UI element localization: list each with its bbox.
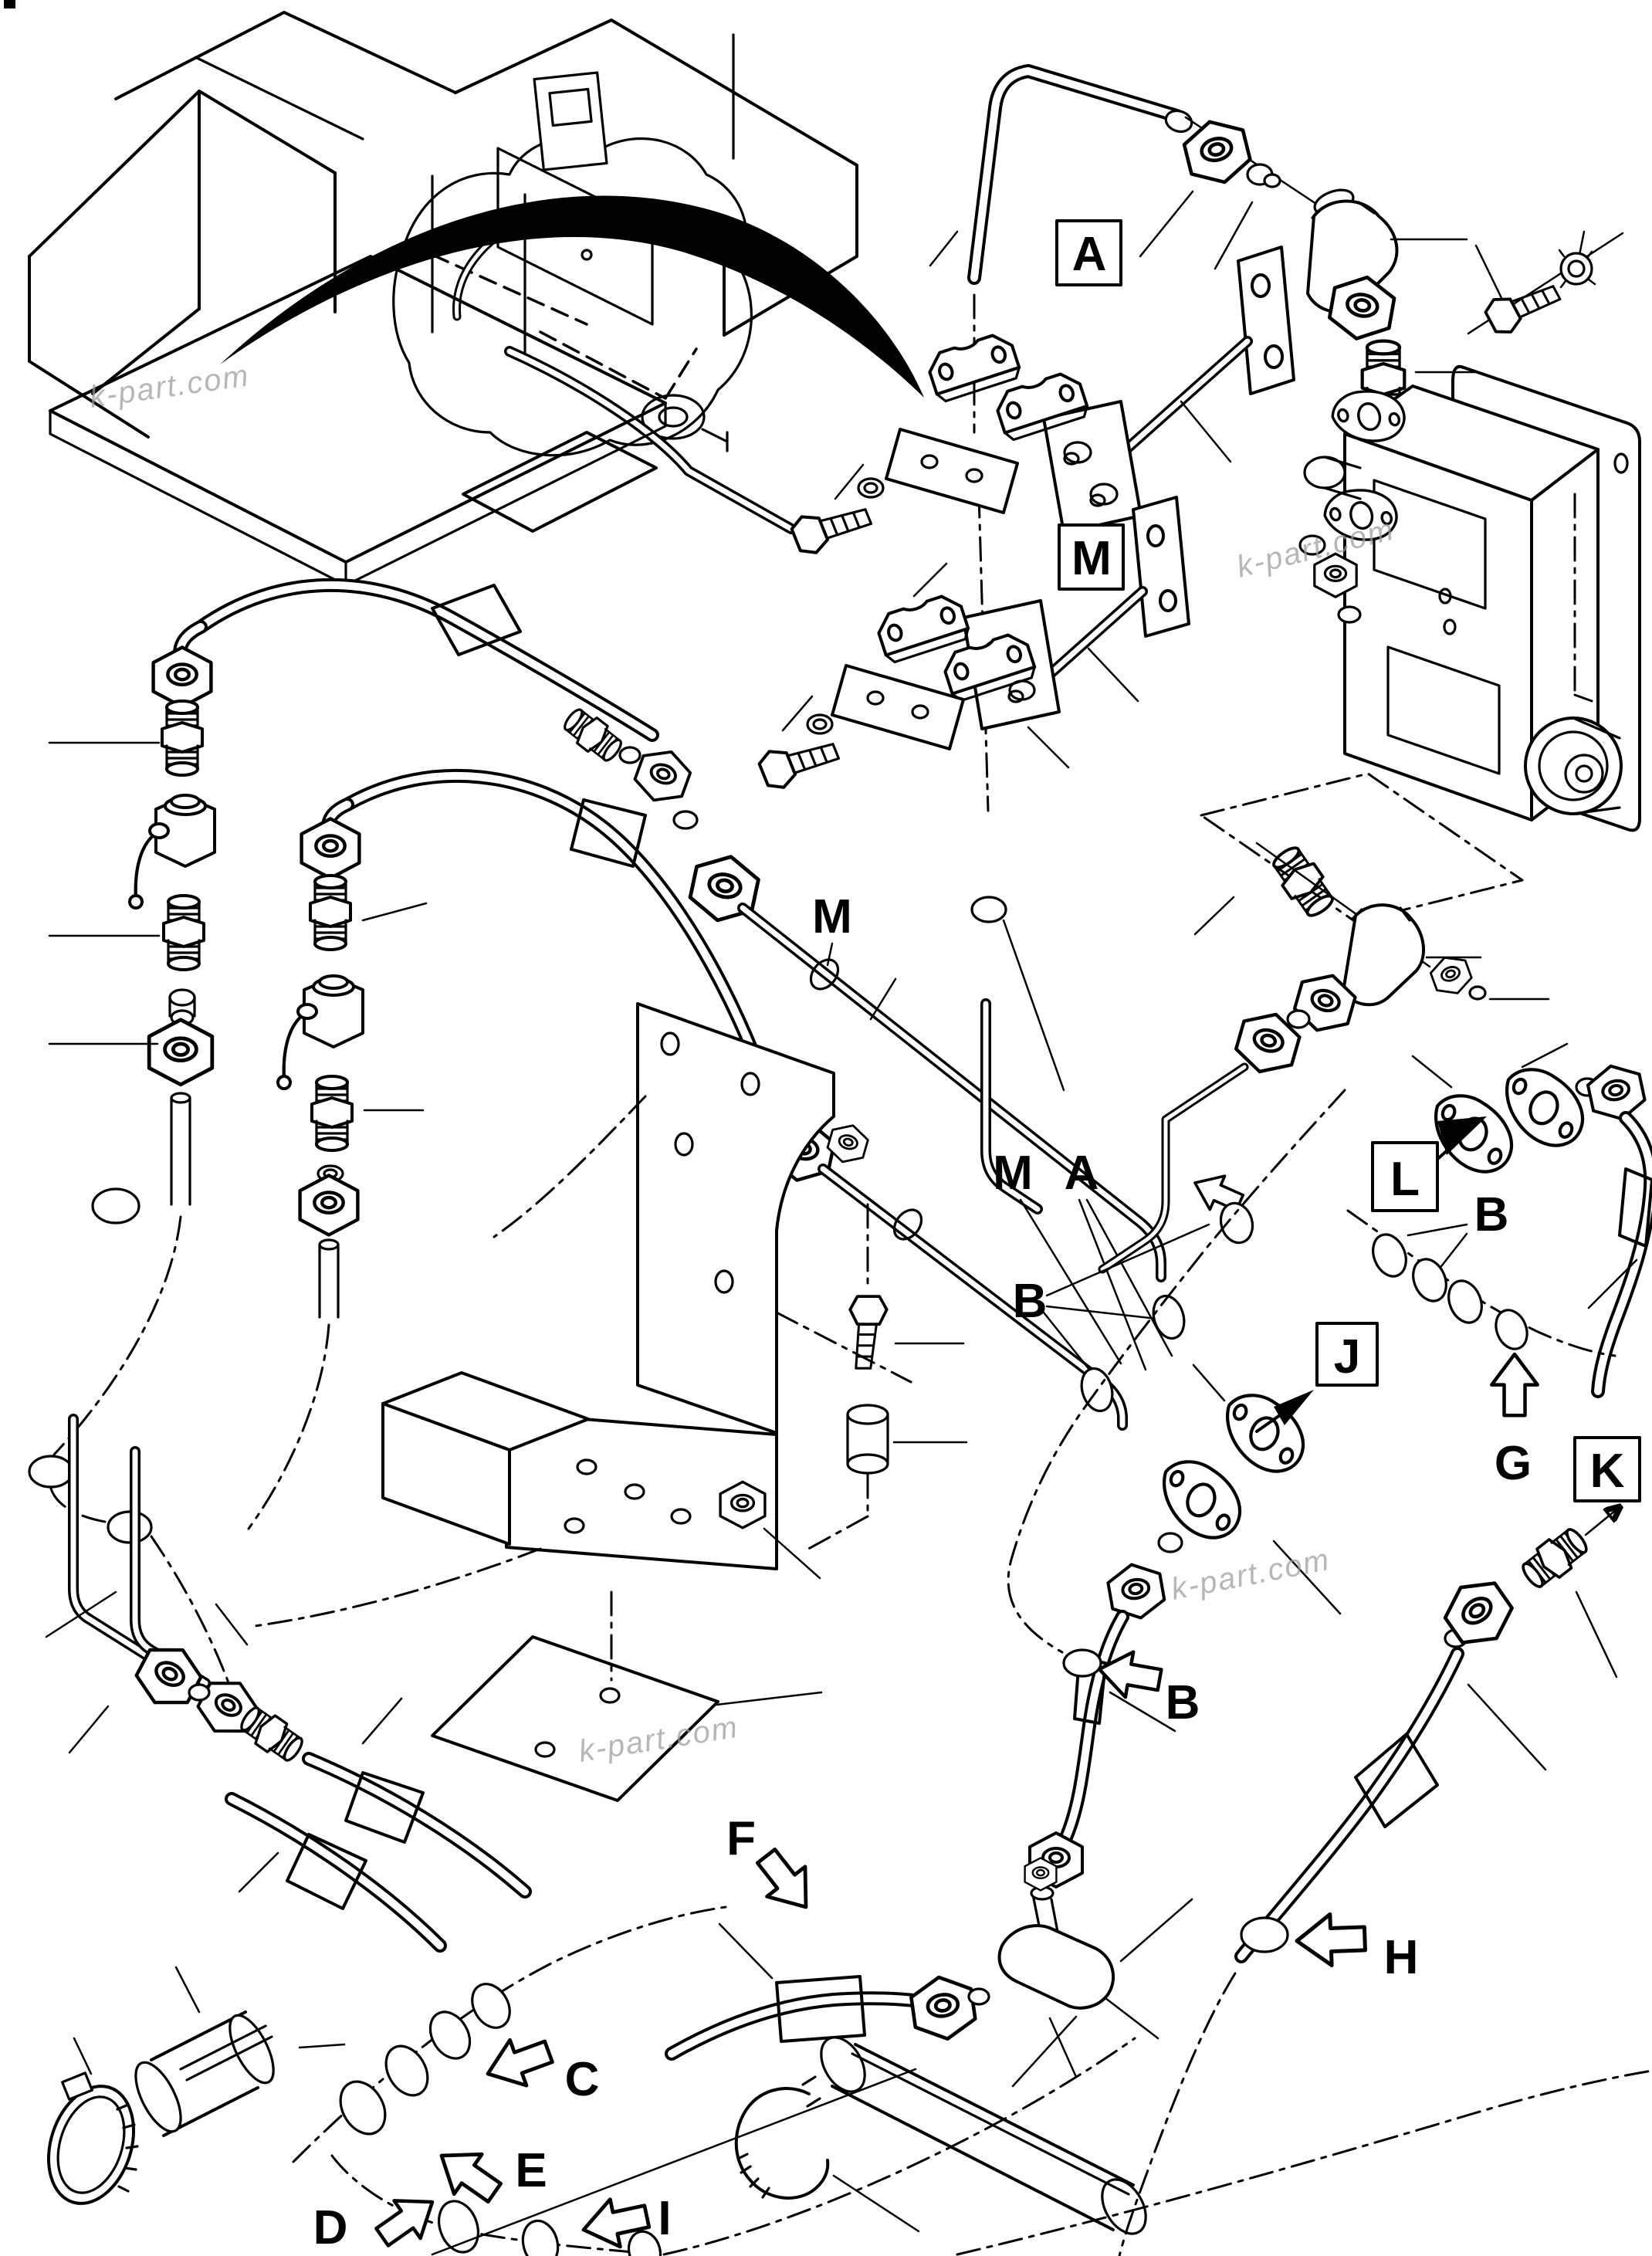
- bottom-left-parts: C E I D: [46, 1905, 917, 2256]
- label-e: E: [515, 2144, 547, 2197]
- flange-group-l: L B G: [1346, 1042, 1652, 1490]
- label-pipe-a-pair: A: [1065, 1147, 1099, 1200]
- callout-box-j-frame: [1315, 1322, 1379, 1387]
- lock-washer: [1558, 249, 1596, 289]
- f-group: F: [665, 1812, 1193, 2235]
- label-pipe-m-pair: M: [993, 1147, 1033, 1200]
- label-i: I: [658, 2192, 671, 2245]
- label-b-left: B: [1013, 1275, 1048, 1328]
- pump-assembly: [1298, 364, 1641, 832]
- callout-box-m-frame: [1058, 523, 1125, 591]
- swoosh-arrow: [220, 195, 924, 398]
- bottom-left-pipes-hoses: [45, 1414, 532, 1953]
- label-pipe-m-upper: M: [812, 890, 852, 943]
- label-b-mid: B: [1166, 1676, 1200, 1729]
- watermark-3: k-part.com: [1168, 1543, 1332, 1607]
- arrow-g: [1491, 1354, 1537, 1415]
- callout-box-k-frame: [1573, 1436, 1641, 1502]
- callout-box-m: M: [1071, 532, 1112, 585]
- label-d: D: [313, 2201, 348, 2254]
- mounting-bracket: [253, 1002, 968, 1802]
- arrow-d: [369, 2183, 445, 2256]
- k-hose-group: K H: [662, 1436, 1652, 2256]
- callout-box-k: K: [1590, 1445, 1625, 1498]
- watermark-1: k-part.com: [87, 358, 252, 415]
- label-f: F: [726, 1812, 756, 1865]
- clamp-m-assembly: M: [754, 329, 1190, 794]
- fitting-cluster-dashed-box: [1098, 772, 1550, 1274]
- label-b-right: B: [1474, 1188, 1509, 1241]
- arrow-c: [479, 2029, 557, 2097]
- arrow-e: [428, 2136, 508, 2212]
- arrow-h: [1296, 1913, 1366, 1966]
- main-steel-pipes: M M A: [558, 703, 1249, 1431]
- shutoff-valve-chains: [28, 578, 779, 1692]
- bolt-washer-topright: [1467, 230, 1624, 340]
- callout-box-l: L: [1390, 1153, 1420, 1206]
- label-c: C: [565, 2053, 600, 2106]
- callout-box-a-frame: [1055, 219, 1122, 286]
- callout-box-l-frame: [1371, 1141, 1439, 1212]
- callout-box-j: J: [1334, 1330, 1360, 1384]
- arrow-f: [747, 1841, 825, 1922]
- callout-box-a: A: [1072, 228, 1107, 281]
- label-g: G: [1495, 1437, 1532, 1490]
- b-left-group: B B: [1007, 1089, 1346, 1729]
- flange-group-j: J: [1028, 1322, 1379, 1888]
- machine-overview-inset: [4, 0, 924, 587]
- label-h: H: [1384, 1931, 1419, 1984]
